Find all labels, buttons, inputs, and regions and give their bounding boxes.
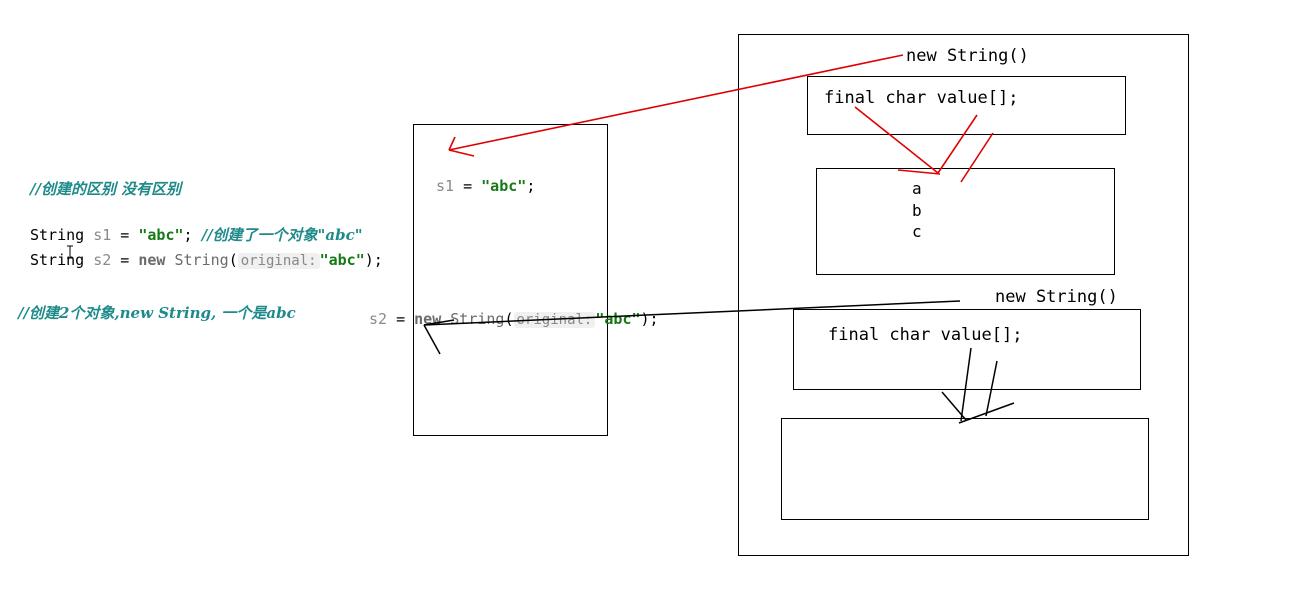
variable-s2: s2 <box>93 251 112 269</box>
char-a: a <box>912 179 922 198</box>
type-keyword: String <box>30 226 85 244</box>
comment-creation-difference: //创建的区别 没有区别 <box>30 180 182 198</box>
parameter-hint: original: <box>237 253 320 269</box>
parameter-hint: original: <box>513 312 596 328</box>
variable-s1: s1 <box>93 226 112 244</box>
semicolon: ; <box>183 226 193 244</box>
heap-object2-field: final char value[]; <box>828 325 1023 345</box>
stack-s1-line: s1 = "abc"; <box>436 159 535 195</box>
red-arrow-value <box>854 106 994 183</box>
heap-box <box>738 34 1189 556</box>
char-b: b <box>912 201 922 220</box>
stack-box <box>413 124 608 436</box>
comment-two-objects: //创建2个对象,new String, 一个是abc <box>18 304 296 322</box>
code-line-s1: String s1 = "abc"; //创建了一个对象"abc" <box>30 206 363 245</box>
string-literal: "abc" <box>138 226 184 244</box>
heap-object2-box <box>793 309 1141 390</box>
type-keyword: String <box>30 251 85 269</box>
assign-op: = <box>111 226 139 244</box>
assign-op: = <box>111 251 139 269</box>
heap-object1-label: new String() <box>906 46 1029 66</box>
black-arrow-value <box>941 347 1015 424</box>
stack-s2-line: s2 = new String(original:"abc"); <box>369 292 659 328</box>
char-c: c <box>912 222 922 241</box>
assign-op: = <box>454 177 482 195</box>
assign-op: = <box>387 310 415 328</box>
red-arrow-s1 <box>448 54 904 157</box>
variable-s2: s2 <box>369 310 388 328</box>
heap-object1-box <box>807 76 1126 135</box>
close-paren: ); <box>364 251 383 269</box>
string-literal: "abc" <box>481 177 527 195</box>
open-paren: ( <box>228 251 238 269</box>
new-keyword: new <box>138 251 166 269</box>
heap-object2-label: new String() <box>995 287 1118 307</box>
heap-object1-field: final char value[]; <box>824 88 1019 108</box>
inline-comment: //创建了一个对象"abc" <box>201 226 363 244</box>
string-literal: "abc" <box>595 310 641 328</box>
variable-s1: s1 <box>436 177 455 195</box>
string-literal: "abc" <box>319 251 365 269</box>
code-line-s2: String s2 = new String(original:"abc"); <box>30 233 383 269</box>
semicolon: ; <box>526 177 536 195</box>
black-arrow-s2 <box>423 300 961 355</box>
open-paren: ( <box>504 310 514 328</box>
char-array-box <box>816 168 1115 275</box>
text-cursor-icon <box>67 245 73 259</box>
class-name: String <box>174 251 229 269</box>
